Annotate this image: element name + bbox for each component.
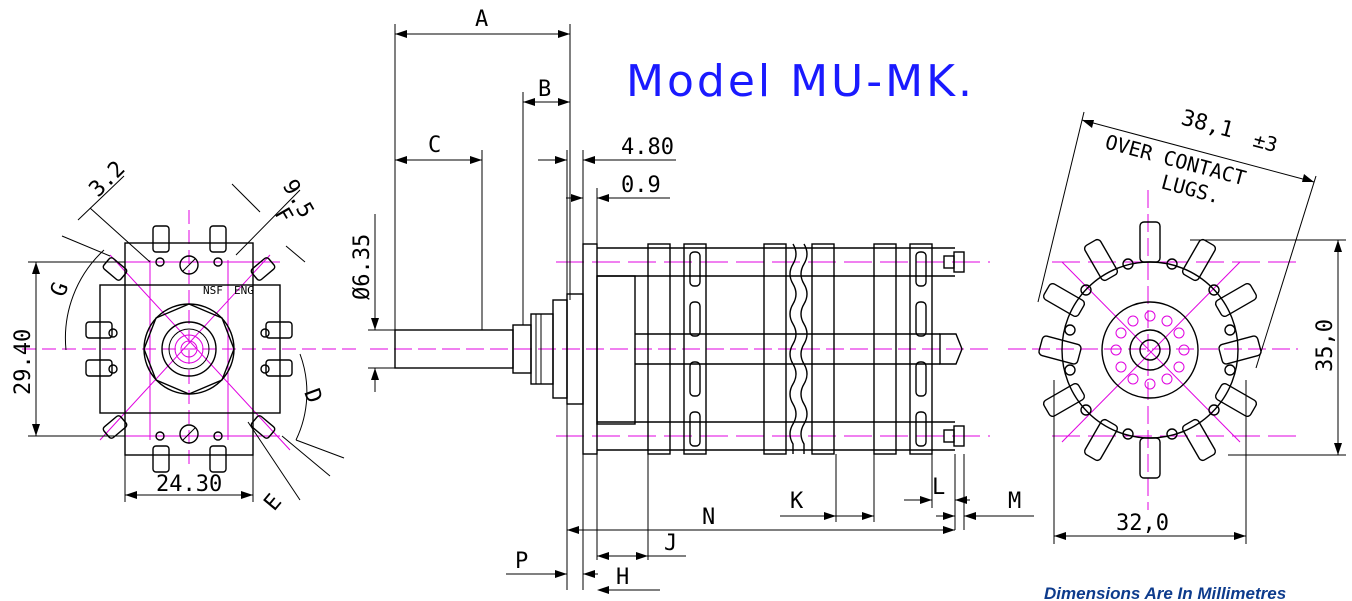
front-dim-width: 24.30 bbox=[156, 472, 222, 497]
side-dim-C: C bbox=[428, 133, 441, 158]
side-view: A B C Ø6.35 4.80 0.9 bbox=[350, 7, 1034, 594]
side-dim-J: J bbox=[664, 531, 677, 556]
side-dim-N: N bbox=[702, 505, 715, 530]
side-dim-0-9: 0.9 bbox=[621, 173, 661, 198]
rear-dim-tolerance: ±3 bbox=[1251, 128, 1280, 157]
side-dim-L: L bbox=[932, 475, 945, 500]
side-dim-A: A bbox=[475, 7, 488, 32]
front-dim-D: D bbox=[298, 386, 326, 407]
front-dim-F: F bbox=[269, 204, 297, 228]
side-dim-shaft-diameter: Ø6.35 bbox=[350, 234, 375, 300]
rear-dim-35-0: 35,0 bbox=[1313, 319, 1338, 372]
side-dim-4-80: 4.80 bbox=[621, 135, 674, 160]
front-dim-3-2: 3.2 bbox=[85, 156, 131, 202]
units-note: Dimensions Are In Millimetres bbox=[1044, 584, 1286, 601]
side-dim-M: M bbox=[1008, 489, 1021, 514]
rear-dim-32-0: 32,0 bbox=[1116, 511, 1169, 536]
model-title: Model MU-MK. bbox=[626, 56, 975, 107]
front-dim-E: E bbox=[259, 490, 287, 516]
side-dim-H: H bbox=[616, 565, 629, 590]
side-dim-P: P bbox=[515, 549, 528, 574]
rear-dim-38-1: 38,1 bbox=[1178, 106, 1236, 144]
front-view: NSF ENG 29.40 24.30 G 3.2 9.5 F D bbox=[11, 156, 356, 516]
side-dim-B: B bbox=[538, 77, 551, 102]
rear-view: 38,1 ±3 OVER CONTACT LUGS. 35,0 32,0 bbox=[1008, 106, 1346, 544]
front-dim-height: 29.40 bbox=[11, 329, 36, 395]
front-dim-G: G bbox=[46, 279, 74, 300]
front-body bbox=[124, 242, 254, 456]
front-label-eng: ENG bbox=[234, 284, 254, 297]
front-label-nsf: NSF bbox=[203, 284, 223, 297]
side-dim-K: K bbox=[790, 489, 804, 514]
